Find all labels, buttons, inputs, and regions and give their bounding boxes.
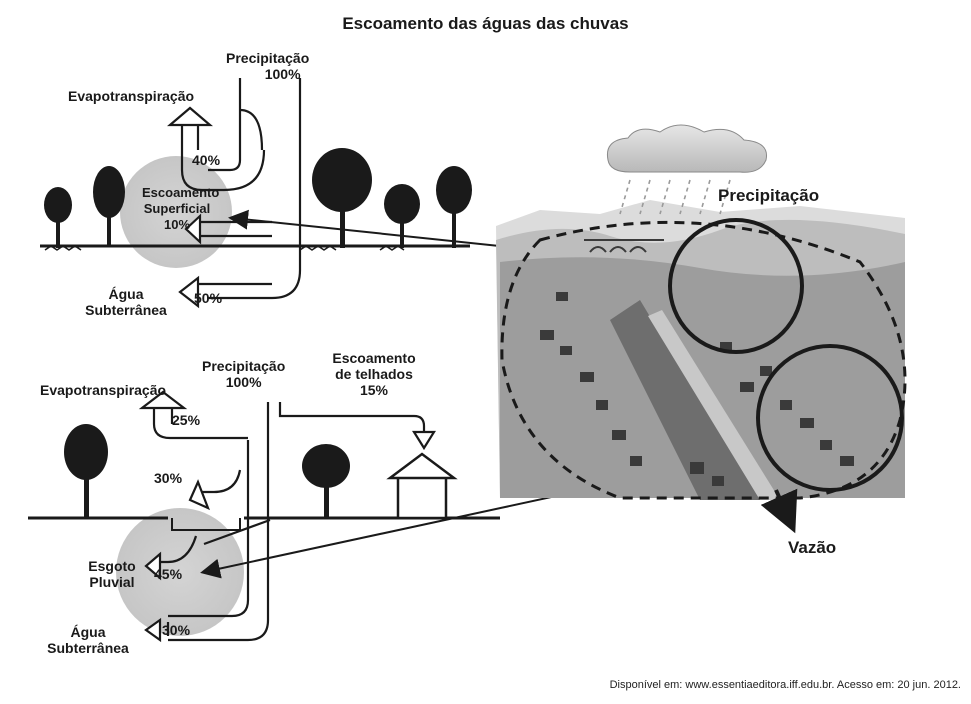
outflow-zoom-circle — [756, 344, 904, 492]
storm-sewer-percent: 45% — [154, 566, 183, 582]
precipitation-flow-arrow — [168, 402, 270, 642]
tree-icon — [44, 187, 72, 248]
infiltration-arrow — [188, 469, 242, 511]
surface-runoff-highlight — [120, 156, 232, 268]
evapotranspiration-label: Evapotranspiração — [40, 382, 167, 398]
precipitation-label: Precipitação 100% — [226, 50, 310, 82]
tree-icon — [436, 166, 472, 248]
evapotranspiration-arrow — [167, 106, 266, 192]
tree-icon — [312, 148, 372, 248]
groundwater-percent: 50% — [194, 290, 223, 306]
buildings — [540, 292, 854, 486]
diagram-title: Escoamento das águas das chuvas — [342, 14, 629, 33]
precipitation-flow-arrow — [208, 78, 302, 300]
tree-icon — [302, 444, 350, 518]
tree-icon — [384, 184, 420, 248]
infiltration-percent: 30% — [154, 470, 183, 486]
precipitation-label: Precipitação 100% — [202, 358, 286, 390]
evapotranspiration-arrow — [138, 390, 248, 440]
cloud-icon — [606, 124, 768, 173]
rain-icon — [619, 179, 731, 215]
evapotranspiration-percent: 40% — [192, 152, 221, 168]
groundwater-percent: 30% — [162, 622, 191, 638]
source-credit: Disponível em: www.essentiaeditora.iff.e… — [609, 679, 961, 691]
natural-panel — [40, 78, 673, 309]
watershed-boundary — [500, 220, 907, 500]
ground-line — [40, 244, 470, 251]
precipitation-zoom-circle — [668, 218, 804, 354]
evapotranspiration-label: Evapotranspiração — [68, 88, 195, 104]
landscape-illustration — [496, 124, 907, 534]
surface-runoff-label: Escoamento Superficial 10% — [142, 185, 220, 232]
groundwater-label: Água Subterrânea — [47, 624, 129, 656]
storm-sewer-label: Esgoto Pluvial — [88, 558, 136, 590]
groundwater-arrow — [178, 275, 272, 309]
bridge-icon — [584, 239, 664, 253]
outflow-arrow — [760, 488, 798, 534]
tree-icon — [64, 424, 108, 518]
house-icon — [386, 452, 458, 520]
outflow-label: Vazão — [788, 538, 837, 557]
groundwater-label: Água Subterrânea — [85, 286, 167, 318]
storm-sewer-arrow — [144, 518, 271, 581]
roof-runoff-label: Escoamento de telhados 15% — [332, 350, 416, 398]
groundwater-arrow — [144, 617, 170, 643]
tree-icon — [93, 166, 125, 247]
landscape-precipitation-label: Precipitação — [718, 186, 820, 205]
roof-runoff-arrow — [278, 402, 436, 451]
evapotranspiration-percent: 25% — [172, 412, 201, 428]
